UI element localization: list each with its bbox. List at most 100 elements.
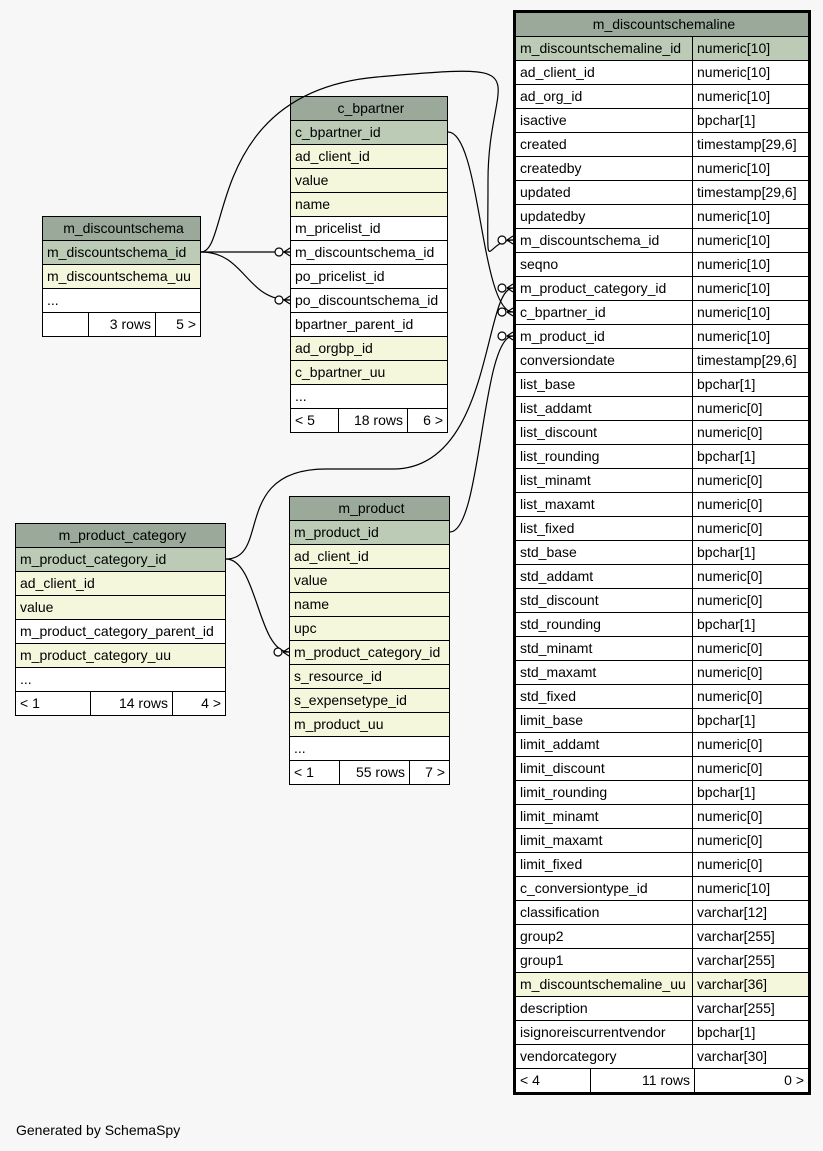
table-m-discountschemaline[interactable]: m_discountschemaline m_discountschemaline… bbox=[513, 10, 811, 1095]
column-row[interactable]: m_discountschema_id bbox=[291, 240, 447, 264]
footer-next[interactable]: 0 > bbox=[694, 1069, 808, 1092]
column-name: limit_rounding bbox=[520, 784, 608, 800]
column-row[interactable]: po_discountschema_id bbox=[291, 288, 447, 312]
column-row[interactable]: ... bbox=[291, 384, 447, 408]
column-name: limit_addamt bbox=[520, 736, 600, 752]
column-row[interactable]: m_product_category_id bbox=[290, 640, 449, 664]
column-name: m_product_category_id bbox=[294, 644, 441, 660]
column-row[interactable]: ad_orgbp_id bbox=[291, 336, 447, 360]
footer-next[interactable]: 4 > bbox=[172, 692, 225, 715]
column-row[interactable]: ad_client_id bbox=[290, 544, 449, 568]
crows-foot-icon bbox=[274, 247, 291, 257]
footer-prev[interactable]: < 1 bbox=[20, 695, 40, 711]
column-row[interactable]: value bbox=[291, 168, 447, 192]
column-row[interactable]: m_discountschema_id bbox=[43, 240, 200, 264]
column-row[interactable]: ... bbox=[290, 736, 449, 760]
column-name: list_addamt bbox=[520, 400, 592, 416]
column-row[interactable]: value bbox=[16, 595, 225, 619]
column-row[interactable]: m_product_category_parent_id bbox=[16, 619, 225, 643]
footer-prev[interactable] bbox=[43, 313, 88, 336]
column-row[interactable]: c_bpartner_uu bbox=[291, 360, 447, 384]
column-row[interactable]: value bbox=[290, 568, 449, 592]
column-row[interactable]: s_expensetype_id bbox=[290, 688, 449, 712]
column-row[interactable]: name bbox=[290, 592, 449, 616]
column-row[interactable]: name bbox=[291, 192, 447, 216]
footer-prev[interactable]: < 4 bbox=[520, 1072, 540, 1088]
column-row[interactable]: m_product_uu bbox=[290, 712, 449, 736]
footer-next[interactable]: 7 > bbox=[409, 761, 449, 784]
column-row[interactable]: po_pricelist_id bbox=[291, 264, 447, 288]
column-name: limit_base bbox=[520, 712, 584, 728]
column-type: varchar[255] bbox=[692, 949, 808, 972]
table-name: m_discountschemaline bbox=[592, 16, 736, 32]
column-row[interactable]: c_bpartner_id bbox=[291, 120, 447, 144]
column-row[interactable]: s_resource_id bbox=[290, 664, 449, 688]
column-row[interactable]: m_product_category_uu bbox=[16, 643, 225, 667]
footer-prev[interactable]: < 5 bbox=[295, 412, 315, 428]
column-name: ad_orgbp_id bbox=[295, 340, 373, 356]
column-row[interactable]: ad_client_id bbox=[291, 144, 447, 168]
footer-next[interactable]: 6 > bbox=[407, 409, 447, 432]
crows-foot-icon bbox=[497, 331, 514, 341]
column-row[interactable]: ... bbox=[43, 288, 200, 312]
footer-next[interactable]: 5 > bbox=[155, 313, 200, 336]
column-row[interactable]: m_pricelist_id bbox=[291, 216, 447, 240]
column-row[interactable]: upc bbox=[290, 616, 449, 640]
column-name: list_base bbox=[520, 376, 576, 392]
column-row[interactable]: ad_client_id bbox=[16, 571, 225, 595]
column-row[interactable]: bpartner_parent_id bbox=[291, 312, 447, 336]
column-row[interactable]: ... bbox=[16, 667, 225, 691]
column-row[interactable]: m_product_id bbox=[290, 520, 449, 544]
column-row[interactable]: m_product_category_id bbox=[16, 547, 225, 571]
footer-prev[interactable]: < 1 bbox=[294, 764, 314, 780]
column-row[interactable]: m_discountschema_uu bbox=[43, 264, 200, 288]
